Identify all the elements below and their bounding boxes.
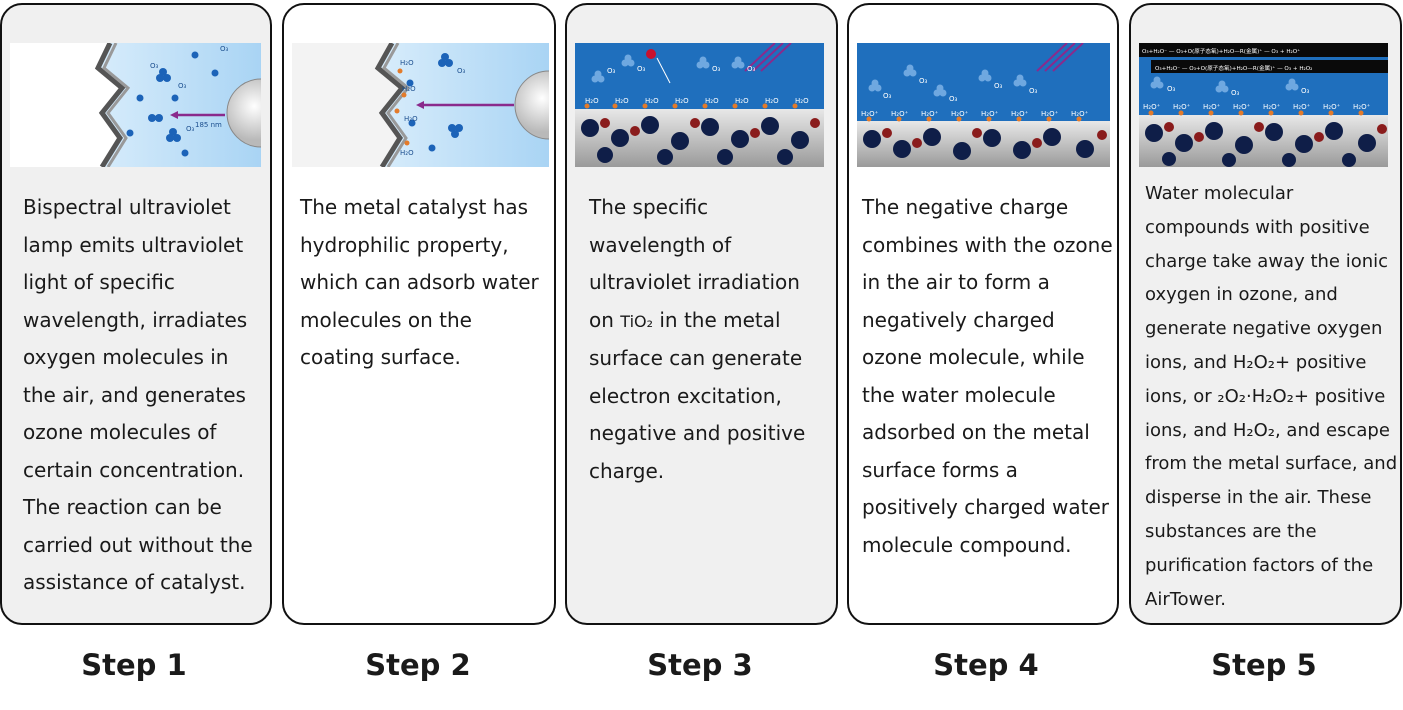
ozone-label: O₃ — [883, 92, 892, 100]
reaction-equation: O₃+H₂O⁻ — O₃+O(原子态氧)+H₂O—R(金属)⁺ — O₃ + H… — [1142, 47, 1300, 55]
charged-molecules-illustration: O₃ O₃ O₃ O₃ O₃ H₂O⁺ H₂O⁺ H₂O⁺ H₂O⁺ H₂O⁺ … — [857, 43, 1110, 167]
water-label: H₂O — [615, 97, 629, 105]
h2o2-formula: H₂O₂ — [1233, 420, 1275, 441]
ozone-label: O₃ — [1301, 87, 1310, 95]
water-ion-label: H₂O⁺ — [921, 110, 939, 118]
water-ion-label: H₂O⁺ — [1233, 103, 1251, 111]
purification-factors-illustration: O₃+H₂O⁻ — O₃+O(原子态氧)+H₂O—R(金属)⁺ — O₃ + H… — [1139, 43, 1388, 167]
water-ion-label: H₂O⁺ — [981, 110, 999, 118]
water-label: H₂O — [585, 97, 599, 105]
water-label: H₂O — [404, 115, 418, 123]
ozone-label: O₃ — [150, 62, 159, 70]
ozone-label: O₃ — [186, 125, 195, 133]
h2o2-ion-formula: H₂O₂+ — [1233, 352, 1290, 373]
reaction-equation: O₃+H₂O⁻ — O₃+O(原子态氧)+H₂O—R(金属)⁺ — O₃ + H… — [1155, 64, 1312, 72]
ozone-label: O₃ — [949, 95, 958, 103]
ozone-label: O₃ — [220, 45, 229, 53]
electron-excitation-illustration: O₃ O₃ O₃ O₃ H₂O H₂O H₂O H₂O H₂O H₂O H₂O … — [575, 43, 824, 167]
water-ion-label: H₂O⁺ — [861, 110, 879, 118]
step-1-description: Bispectral ultraviolet lamp emits ultrav… — [23, 189, 263, 602]
ozone-label: O₃ — [1029, 87, 1038, 95]
water-ion-label: H₂O⁺ — [951, 110, 969, 118]
wavelength-label: 185 nm — [195, 121, 222, 129]
water-label: H₂O — [705, 97, 719, 105]
water-label: H₂O — [402, 85, 416, 93]
ozone-label: O₃ — [712, 65, 721, 73]
water-label: H₂O — [765, 97, 779, 105]
water-ion-label: H₂O⁺ — [1203, 103, 1221, 111]
step-5-label: Step 5 — [1164, 648, 1364, 682]
ozone-label: O₃ — [178, 82, 187, 90]
step-5-text-part: , and escape from the metal surface, and… — [1145, 420, 1397, 610]
ozone-label: O₃ — [457, 67, 466, 75]
water-ion-label: H₂O⁺ — [1173, 103, 1191, 111]
ozone-label: O₃ — [1167, 85, 1176, 93]
o2-h2o2-ion-formula: ₂O₂·H₂O₂+ — [1217, 386, 1309, 407]
step-5-illustration: O₃+H₂O⁻ — O₃+O(原子态氧)+H₂O—R(金属)⁺ — O₃ + H… — [1139, 43, 1388, 167]
step-4-label: Step 4 — [886, 648, 1086, 682]
step-4-illustration: O₃ O₃ O₃ O₃ O₃ H₂O⁺ H₂O⁺ H₂O⁺ H₂O⁺ H₂O⁺ … — [857, 43, 1110, 167]
water-ion-label: H₂O⁺ — [891, 110, 909, 118]
ozone-label: O₃ — [919, 77, 928, 85]
step-5-description: Water molecular compounds with positive … — [1145, 177, 1400, 616]
step-3-card: O₃ O₃ O₃ O₃ H₂O H₂O H₂O H₂O H₂O H₂O H₂O … — [565, 3, 838, 625]
water-label: H₂O — [645, 97, 659, 105]
water-label: H₂O — [675, 97, 689, 105]
water-label: H₂O — [735, 97, 749, 105]
step-2-card: O₃ H₂O H₂O H₂O H₂O The metal catalyst ha… — [282, 3, 556, 625]
ozone-label: O₃ — [1231, 89, 1240, 97]
ozone-label: O₃ — [747, 65, 756, 73]
ozone-label: O₃ — [607, 67, 616, 75]
step-3-description: The specific wavelength of ultraviolet i… — [589, 189, 829, 490]
step-1-label: Step 1 — [34, 648, 234, 682]
step-4-card: O₃ O₃ O₃ O₃ O₃ H₂O⁺ H₂O⁺ H₂O⁺ H₂O⁺ H₂O⁺ … — [847, 3, 1119, 625]
water-ion-label: H₂O⁺ — [1071, 110, 1089, 118]
step-1-illustration: O₃ O₃ O₃ O₃ 185 nm — [10, 43, 261, 167]
step-4-description: The negative charge combines with the oz… — [862, 189, 1114, 564]
ozone-label: O₃ — [994, 82, 1003, 90]
water-label: H₂O — [400, 59, 414, 67]
water-ion-label: H₂O⁺ — [1041, 110, 1059, 118]
step-3-text-after: in the metal surface can generate electr… — [589, 308, 805, 483]
ozone-label: O₃ — [637, 65, 646, 73]
water-ion-label: H₂O⁺ — [1293, 103, 1311, 111]
step-2-description: The metal catalyst has hydrophilic prope… — [300, 189, 550, 377]
water-ion-label: H₂O⁺ — [1263, 103, 1281, 111]
tio2-formula: TiO₂ — [620, 312, 653, 331]
step-3-illustration: O₃ O₃ O₃ O₃ H₂O H₂O H₂O H₂O H₂O H₂O H₂O … — [575, 43, 824, 167]
step-3-label: Step 3 — [600, 648, 800, 682]
water-label: H₂O — [400, 149, 414, 157]
water-adsorption-illustration: O₃ H₂O H₂O H₂O H₂O — [292, 43, 549, 167]
step-2-illustration: O₃ H₂O H₂O H₂O H₂O — [292, 43, 549, 167]
step-5-card: O₃+H₂O⁻ — O₃+O(原子态氧)+H₂O—R(金属)⁺ — O₃ + H… — [1129, 3, 1402, 625]
water-ion-label: H₂O⁺ — [1011, 110, 1029, 118]
water-label: H₂O — [795, 97, 809, 105]
step-5-text-part: Water molecular compounds with positive … — [1145, 183, 1388, 373]
water-ion-label: H₂O⁺ — [1143, 103, 1161, 111]
water-ion-label: H₂O⁺ — [1353, 103, 1371, 111]
step-2-label: Step 2 — [318, 648, 518, 682]
uv-lamp-ozone-illustration: O₃ O₃ O₃ O₃ 185 nm — [10, 43, 261, 167]
step-1-card: O₃ O₃ O₃ O₃ 185 nm Bispectral ultraviole… — [0, 3, 272, 625]
water-ion-label: H₂O⁺ — [1323, 103, 1341, 111]
